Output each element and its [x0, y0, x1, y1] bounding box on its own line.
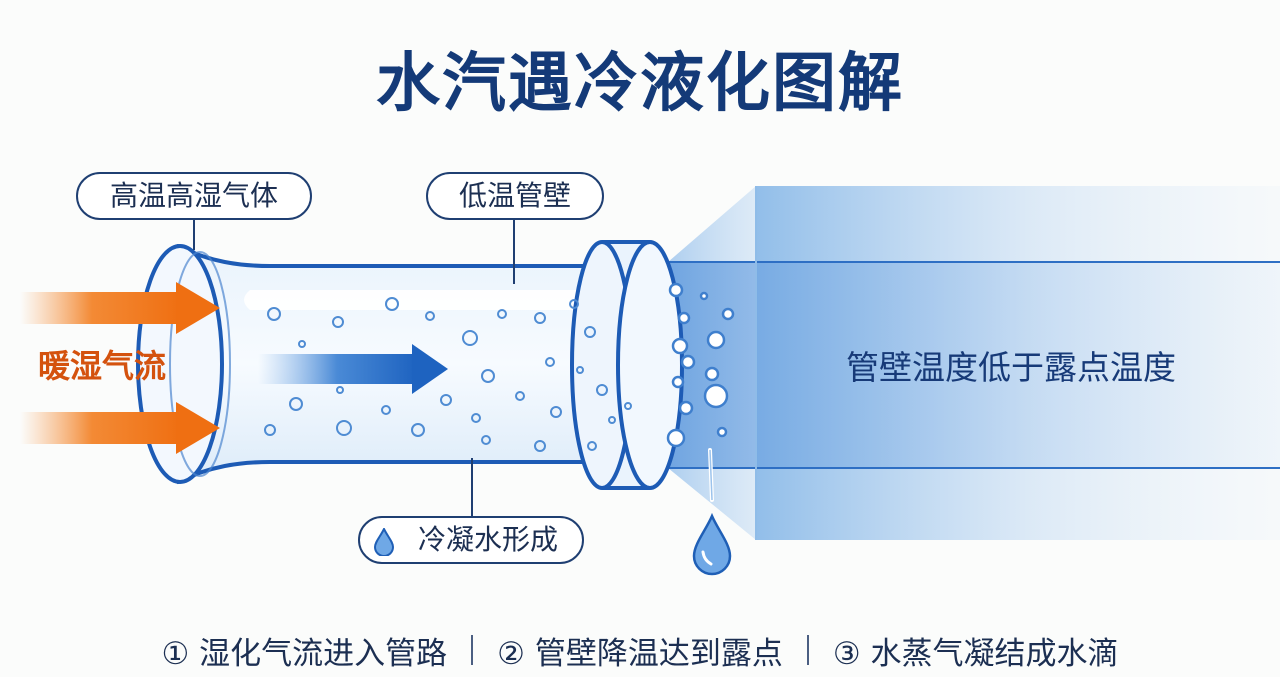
step-1: ① 湿化气流进入管路 — [161, 635, 448, 672]
beam-band — [668, 262, 1280, 468]
page-title: 水汽遇冷液化图解 — [376, 47, 904, 121]
water-drop-icon — [374, 528, 394, 556]
label-hot-humid-gas: 高温高湿气体 — [76, 172, 312, 220]
label-cold-pipe-wall: 低温管壁 — [426, 172, 604, 220]
label-warm-airflow: 暖湿气流 — [38, 347, 167, 385]
step-2: ② 管壁降温达到露点 — [497, 635, 783, 672]
step-list: ① 湿化气流进入管路 ② 管壁降温达到露点 ③ 水蒸气凝结成水滴 — [0, 628, 1280, 672]
arrow-right-icon — [258, 344, 448, 394]
label-condensate: 冷凝水形成 — [358, 516, 584, 564]
pipe-outlet — [616, 240, 684, 490]
water-drop-icon — [692, 512, 732, 576]
step-divider — [471, 635, 474, 665]
label-condition: 管壁温度低于露点温度 — [846, 348, 1176, 387]
step-divider — [806, 635, 809, 665]
label-condensate-text: 冷凝水形成 — [417, 523, 558, 556]
arrow-right-icon — [20, 402, 220, 454]
arrow-right-icon — [20, 282, 220, 334]
condensate-beads — [666, 282, 735, 448]
step-3: ③ 水蒸气凝结成水滴 — [832, 635, 1119, 672]
